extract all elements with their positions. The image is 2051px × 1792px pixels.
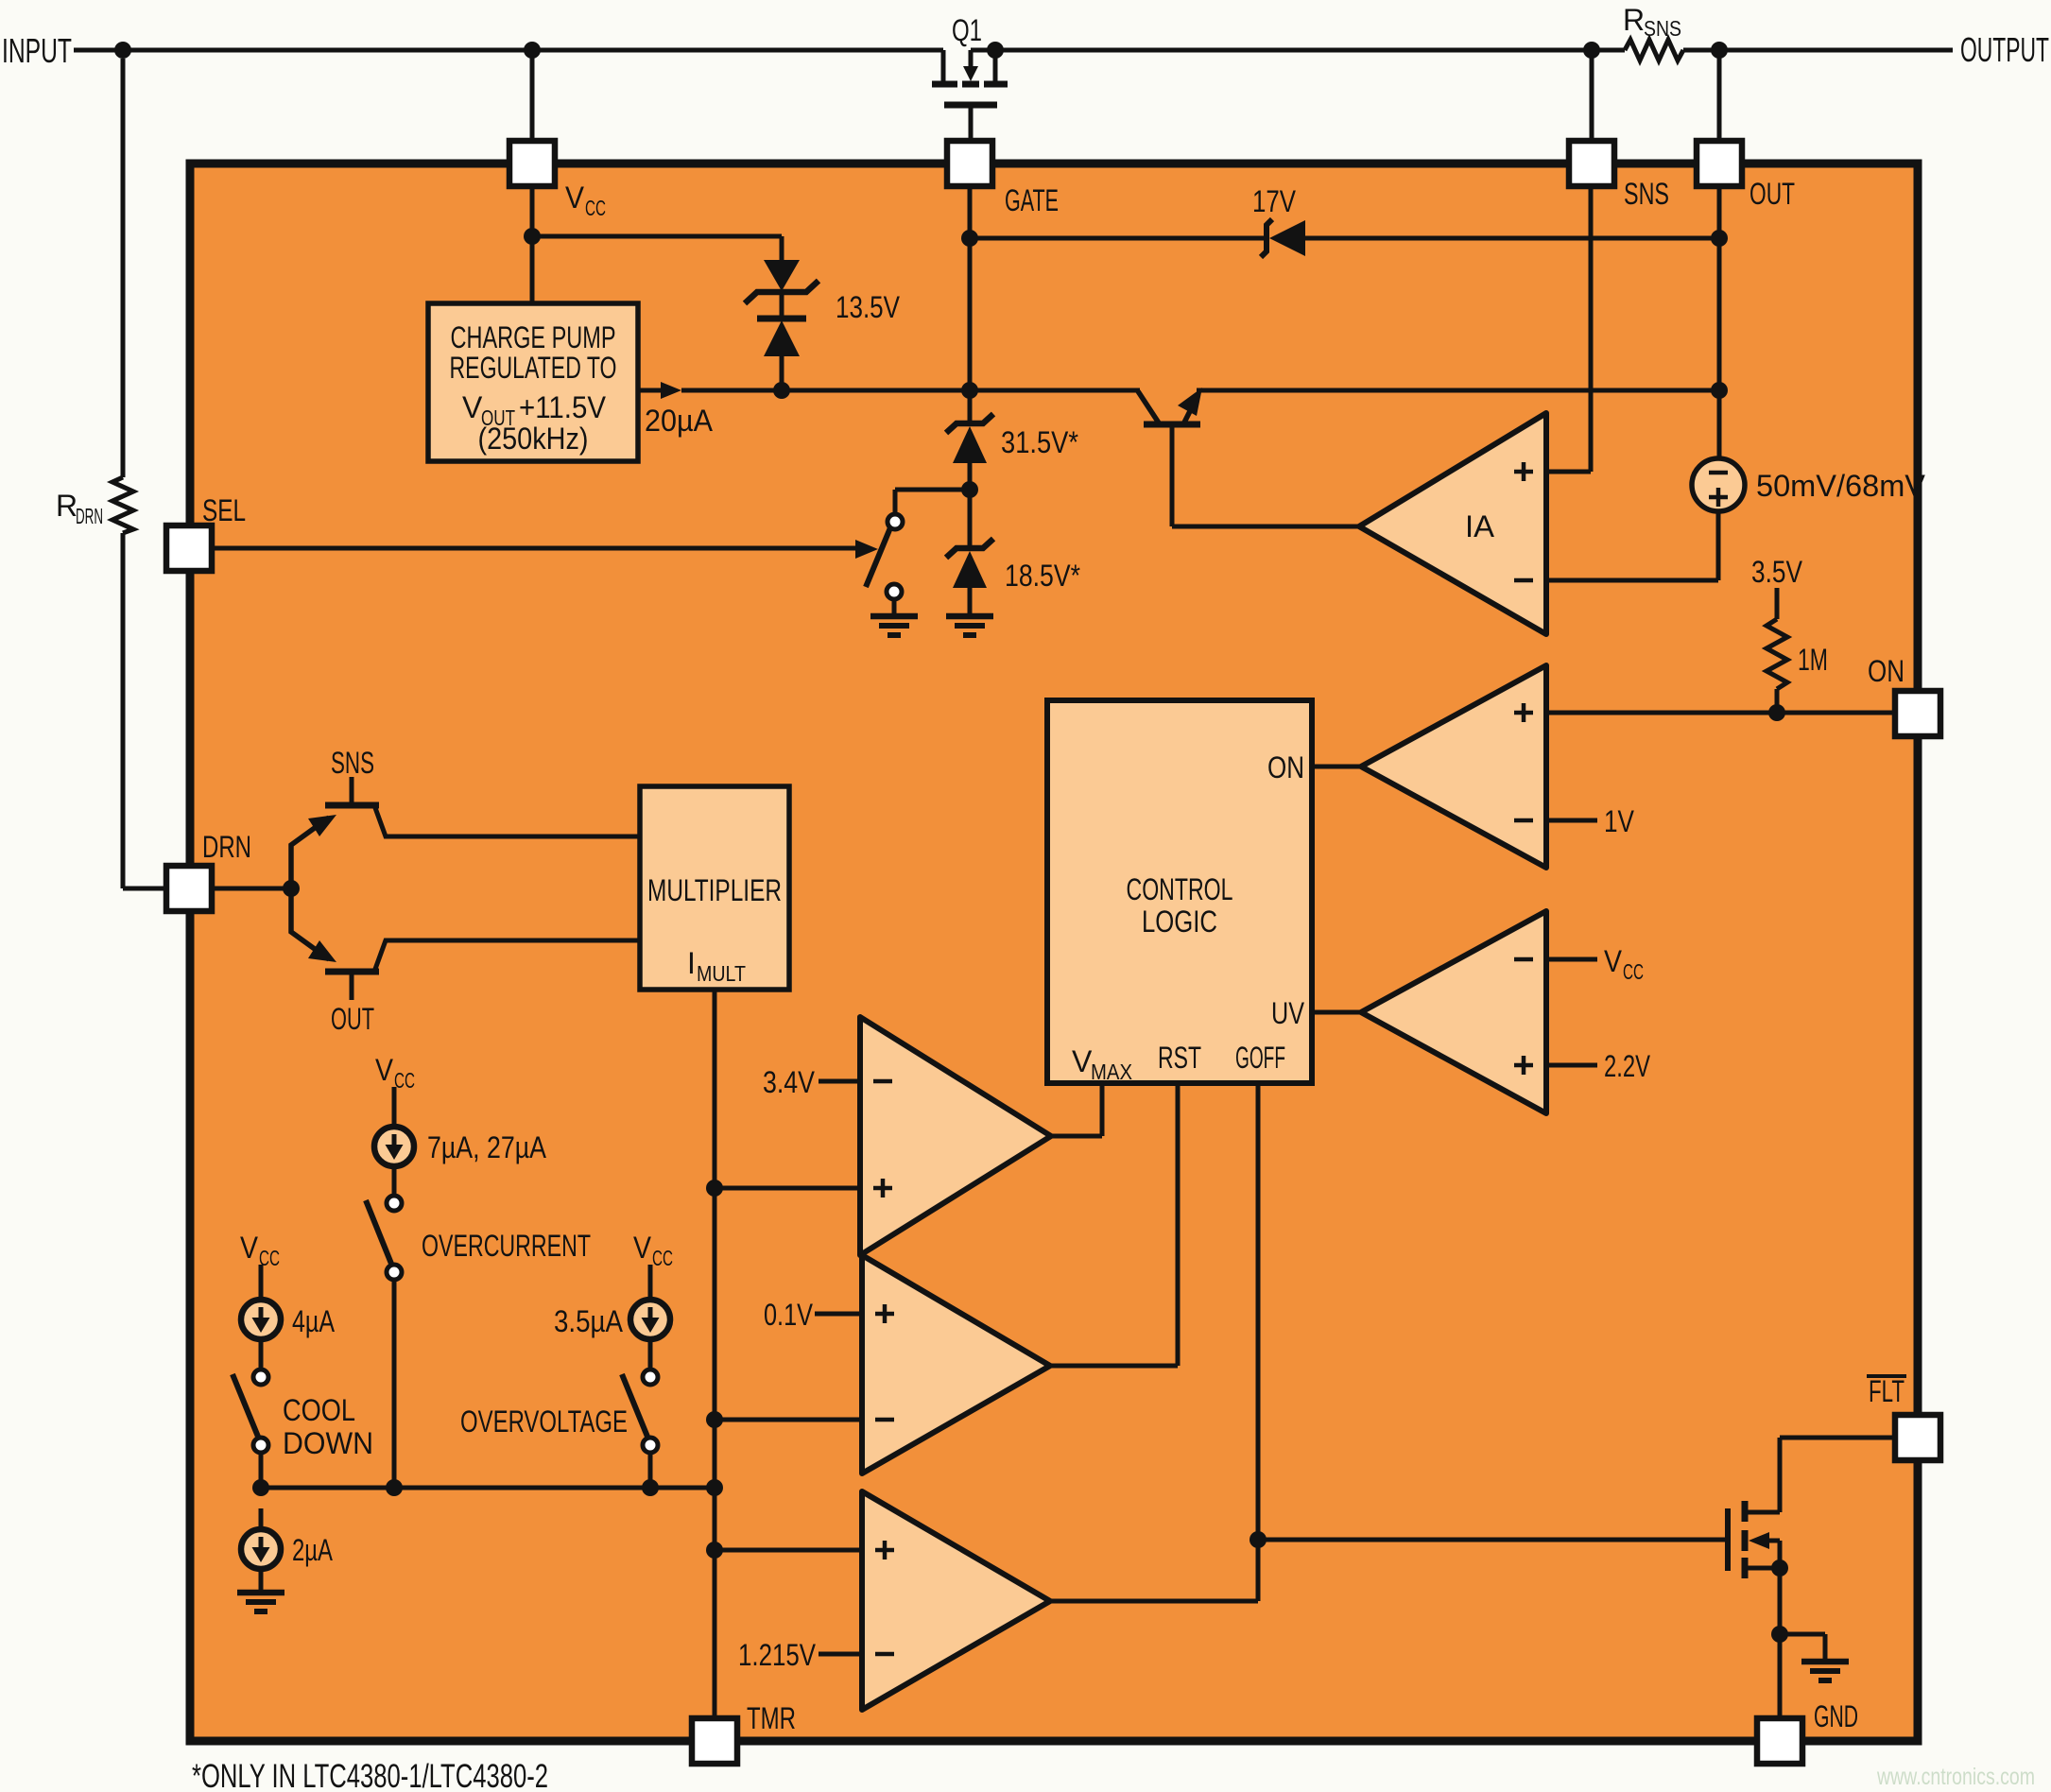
svg-text:3.5µA: 3.5µA: [554, 1304, 624, 1338]
svg-text:V: V: [462, 390, 483, 424]
svg-text:R: R: [1623, 3, 1645, 37]
svg-text:V: V: [1604, 944, 1623, 978]
svg-text:17V: 17V: [1252, 184, 1297, 218]
svg-text:(250kHz): (250kHz): [478, 422, 589, 456]
svg-text:*ONLY IN LTC4380-1/LTC4380-2: *ONLY IN LTC4380-1/LTC4380-2: [192, 1758, 548, 1792]
svg-text:V: V: [1072, 1044, 1093, 1078]
svg-text:IA: IA: [1465, 509, 1495, 543]
svg-text:ON: ON: [1868, 654, 1904, 688]
svg-text:RST: RST: [1158, 1041, 1201, 1075]
svg-text:+11.5V: +11.5V: [519, 390, 607, 424]
svg-text:20µA: 20µA: [645, 404, 714, 438]
svg-text:COOL: COOL: [283, 1393, 355, 1427]
svg-text:www.cntronics.com: www.cntronics.com: [1876, 1764, 2035, 1790]
svg-text:MULT: MULT: [697, 961, 746, 986]
svg-text:V: V: [565, 181, 585, 215]
svg-text:OUTPUT: OUTPUT: [1960, 30, 2049, 69]
svg-text:OUT: OUT: [331, 1002, 374, 1036]
svg-text:DOWN: DOWN: [283, 1426, 373, 1460]
svg-text:INPUT: INPUT: [2, 31, 72, 70]
svg-text:SNS: SNS: [1644, 16, 1681, 41]
svg-text:TMR: TMR: [747, 1701, 796, 1735]
svg-text:ON: ON: [1267, 750, 1304, 784]
svg-text:CONTROL: CONTROL: [1127, 872, 1233, 906]
svg-text:OUT: OUT: [1749, 177, 1795, 211]
svg-text:OUT: OUT: [481, 405, 515, 430]
svg-text:3.5V: 3.5V: [1751, 555, 1803, 589]
svg-text:OVERCURRENT: OVERCURRENT: [422, 1229, 591, 1263]
svg-text:GND: GND: [1814, 1699, 1858, 1733]
svg-text:I: I: [687, 946, 696, 980]
svg-text:13.5V: 13.5V: [836, 290, 901, 324]
svg-text:FLT: FLT: [1869, 1374, 1904, 1408]
svg-text:CC: CC: [259, 1246, 280, 1270]
svg-text:DRN: DRN: [202, 830, 251, 864]
svg-text:2.2V: 2.2V: [1604, 1049, 1650, 1083]
svg-text:1M: 1M: [1798, 643, 1828, 677]
svg-text:CC: CC: [585, 196, 606, 220]
svg-text:4µA: 4µA: [292, 1304, 336, 1338]
svg-text:SNS: SNS: [1624, 177, 1669, 211]
svg-text:50mV/68mV: 50mV/68mV: [1756, 469, 1926, 503]
svg-text:Q1: Q1: [952, 13, 982, 47]
svg-text:OVERVOLTAGE: OVERVOLTAGE: [460, 1404, 628, 1439]
svg-text:1.215V: 1.215V: [738, 1638, 817, 1672]
svg-text:SEL: SEL: [202, 493, 246, 527]
svg-text:UV: UV: [1271, 996, 1305, 1030]
svg-text:SNS: SNS: [331, 746, 374, 780]
svg-text:V: V: [633, 1231, 652, 1265]
svg-text:CC: CC: [394, 1068, 415, 1093]
svg-text:GATE: GATE: [1005, 183, 1059, 217]
svg-text:LOGIC: LOGIC: [1142, 905, 1217, 939]
svg-text:GOFF: GOFF: [1235, 1041, 1285, 1075]
svg-text:DRN: DRN: [76, 504, 103, 528]
svg-text:3.4V: 3.4V: [763, 1065, 816, 1099]
svg-text:R: R: [56, 489, 78, 523]
svg-text:V: V: [240, 1231, 259, 1265]
svg-text:CC: CC: [1623, 959, 1644, 984]
svg-text:0.1V: 0.1V: [764, 1298, 814, 1332]
svg-text:2µA: 2µA: [292, 1533, 333, 1567]
svg-text:CHARGE PUMP: CHARGE PUMP: [451, 320, 616, 354]
svg-text:V: V: [375, 1053, 394, 1087]
svg-text:REGULATED TO: REGULATED TO: [450, 351, 617, 385]
svg-text:MULTIPLIER: MULTIPLIER: [647, 873, 782, 907]
svg-text:MAX: MAX: [1091, 1060, 1132, 1084]
svg-text:18.5V*: 18.5V*: [1005, 559, 1080, 593]
svg-text:1V: 1V: [1604, 804, 1635, 838]
svg-text:31.5V*: 31.5V*: [1001, 425, 1078, 459]
svg-text:CC: CC: [652, 1246, 673, 1270]
svg-text:7µA, 27µA: 7µA, 27µA: [427, 1130, 547, 1164]
